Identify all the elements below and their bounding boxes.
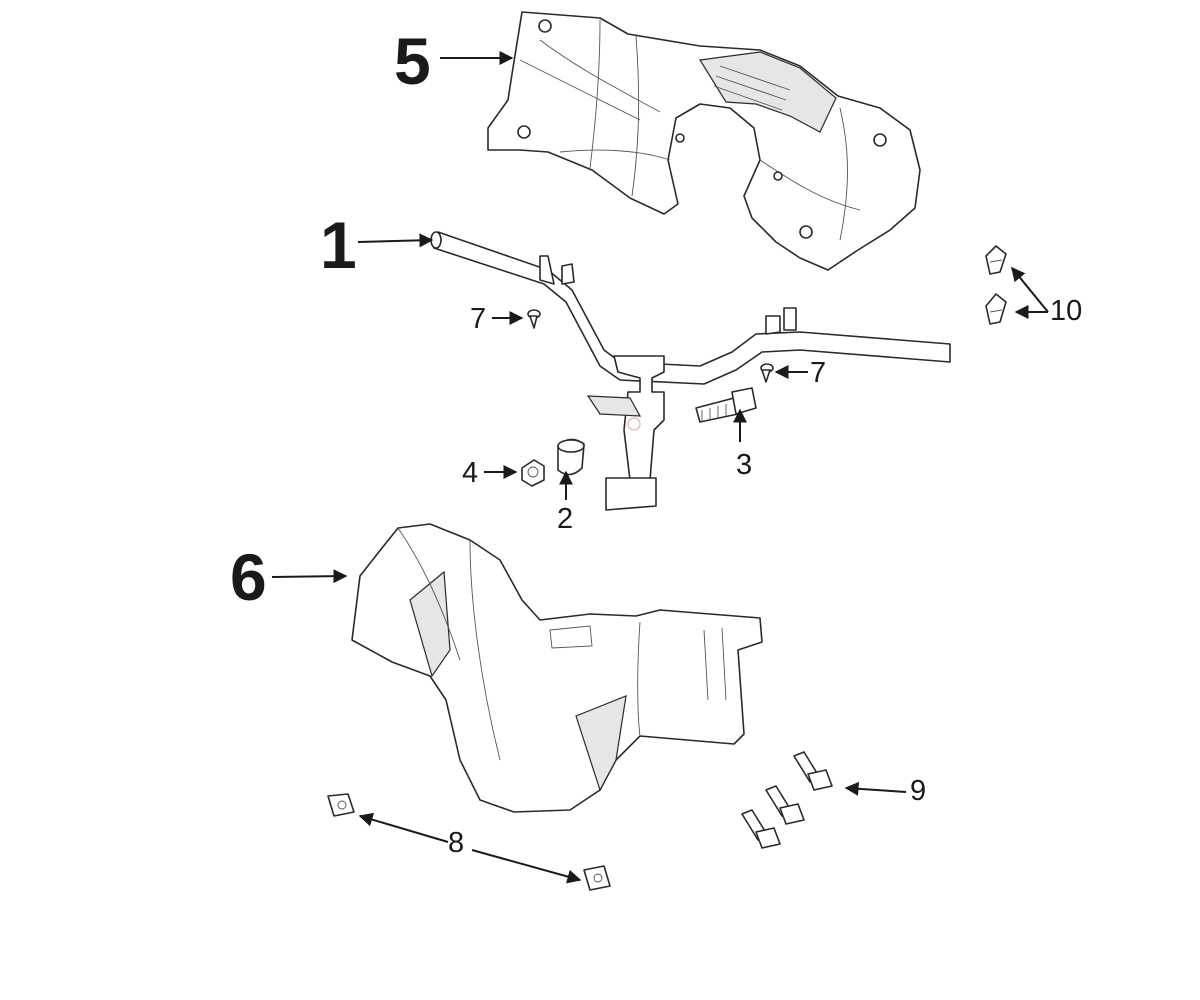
screw-set: [741, 751, 833, 849]
upper-handlebar-cover: [487, 11, 921, 271]
callout-10: 10: [1050, 295, 1082, 327]
callout-6: 6: [230, 540, 267, 614]
callout-9: 9: [910, 775, 926, 807]
callout-4: 4: [462, 457, 478, 489]
callout-5: 5: [394, 24, 431, 98]
handlebar: [430, 231, 951, 511]
callout-7-left: 7: [470, 303, 486, 335]
bushing: [557, 438, 585, 476]
callout-8: 8: [448, 827, 464, 859]
clip-bottom: [985, 293, 1007, 325]
lower-handlebar-cover: [351, 523, 763, 813]
leader-lines: [271, 51, 1049, 884]
bolt: [695, 387, 757, 423]
clip-nut-right: [583, 865, 611, 891]
callout-2: 2: [557, 503, 573, 535]
screw-left: [527, 309, 541, 329]
clip-nut-left: [327, 793, 355, 817]
callout-7-right: 7: [810, 357, 826, 389]
screw-right: [760, 363, 774, 383]
nut: [521, 459, 545, 487]
callout-3: 3: [736, 449, 752, 481]
clip-top: [985, 245, 1007, 275]
callout-1: 1: [320, 208, 357, 282]
